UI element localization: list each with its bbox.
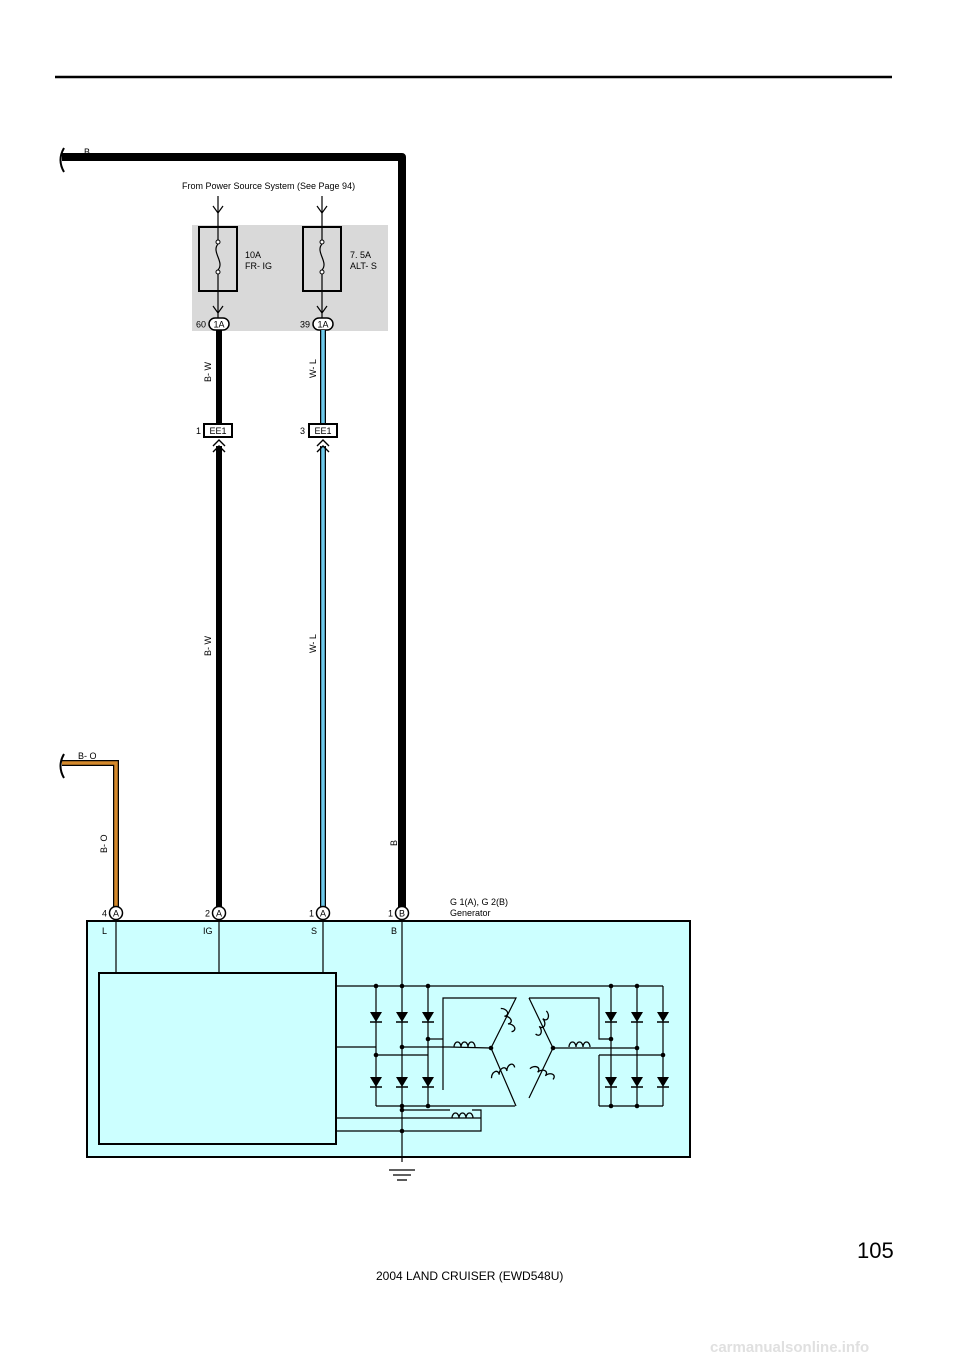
wire-bw-lower-label: B- W: [203, 635, 213, 656]
fuse-icon: [302, 226, 342, 318]
wire-b-side-label: B: [389, 840, 399, 846]
connector-ee1-right: EE1: [308, 423, 338, 453]
terminal-b: B: [391, 926, 397, 936]
wire-bo: [59, 753, 119, 912]
svg-text:A: A: [320, 909, 326, 919]
svg-text:EE1: EE1: [209, 426, 226, 436]
footer-title: 2004 LAND CRUISER (EWD548U): [376, 1269, 563, 1283]
generator-code: G 1(A), G 2(B): [450, 897, 508, 907]
wire-b: [59, 147, 406, 912]
generator-pin-s: A: [315, 905, 331, 921]
fuse-1-pin: 60: [196, 320, 206, 330]
wire-b-top-label: B: [84, 147, 90, 157]
junction-2-pin: 3: [300, 426, 305, 436]
terminal-ig: IG: [203, 926, 213, 936]
generator-name: Generator: [450, 908, 491, 918]
power-source-label: From Power Source System (See Page 94): [182, 181, 355, 191]
wire-wl-lower-label: W- L: [308, 634, 318, 653]
generator-pin-ig-number: 2: [205, 909, 210, 919]
wire-bo-side-label: B- O: [99, 834, 109, 853]
generator-pin-l: A: [108, 905, 124, 921]
fuse-2-amp: 7. 5A: [350, 250, 371, 260]
terminal-l: L: [102, 926, 107, 936]
fuse-icon: [198, 226, 238, 318]
fuse-2-name: ALT- S: [350, 261, 377, 271]
terminal-s: S: [311, 926, 317, 936]
svg-text:1A: 1A: [213, 320, 224, 330]
connector-ee1-left: EE1: [203, 423, 233, 453]
connector-1a-left: 1A: [208, 317, 230, 331]
wire-bo-top-label: B- O: [78, 751, 97, 761]
arrow-icon: [316, 196, 328, 226]
svg-text:1A: 1A: [317, 320, 328, 330]
arrow-icon: [212, 196, 224, 226]
fuse-1-amp: 10A: [245, 250, 261, 260]
ground-icon: [389, 1169, 415, 1181]
coil-icon: [451, 1007, 591, 1119]
fuse-1-name: FR- IG: [245, 261, 272, 271]
svg-text:EE1: EE1: [314, 426, 331, 436]
wire-bw-upper-label: B- W: [203, 361, 213, 382]
connector-1a-right: 1A: [312, 317, 334, 331]
junction-1-pin: 1: [196, 426, 201, 436]
page-number: 105: [857, 1238, 894, 1263]
generator-pin-s-number: 1: [309, 909, 314, 919]
fuse-panel: [192, 225, 388, 331]
fuse-2-pin: 39: [300, 320, 310, 330]
generator-pin-l-number: 4: [102, 909, 107, 919]
junction-dots: [373, 983, 666, 1134]
generator-pin-ig: A: [211, 905, 227, 921]
generator-pin-b: B: [394, 905, 410, 921]
watermark: carmanualsonline.info: [710, 1339, 869, 1356]
svg-text:A: A: [216, 909, 222, 919]
wire-wl-upper-label: W- L: [308, 359, 318, 378]
generator-pin-b-number: 1: [388, 909, 393, 919]
svg-text:A: A: [113, 909, 119, 919]
svg-text:B: B: [399, 909, 405, 919]
